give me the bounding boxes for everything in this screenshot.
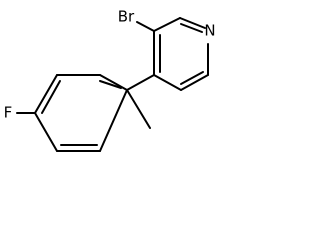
bond-p1-p2-inner bbox=[99, 80, 122, 89]
bond-p3-p4-inner bbox=[41, 80, 61, 114]
bond-p6-p1 bbox=[99, 89, 128, 152]
nitrogen-atom-label: N bbox=[204, 22, 215, 40]
bond-c6-c5-inner bbox=[180, 71, 204, 85]
fluorine-atom-label: F bbox=[4, 104, 13, 122]
bond-aryl-link bbox=[126, 74, 155, 91]
chemical-structure-drawing: N Br F bbox=[4, 8, 216, 152]
bond-c2-n1 bbox=[179, 17, 206, 29]
bond-p4-p5 bbox=[34, 112, 58, 152]
phenyl-ring bbox=[16, 74, 151, 152]
bromine-atom-label: Br bbox=[118, 8, 135, 26]
bond-c3-br bbox=[136, 21, 155, 32]
structure-canvas: N Br F bbox=[0, 0, 224, 158]
pyridine-ring bbox=[136, 17, 209, 91]
bond-c6-c5 bbox=[180, 74, 209, 91]
bond-p1-p2 bbox=[99, 74, 128, 91]
bond-p3-p4 bbox=[34, 74, 58, 114]
bond-c2-n1-inner bbox=[180, 23, 203, 33]
bond-c3-c2 bbox=[153, 17, 181, 32]
bond-p6-methyl bbox=[126, 89, 151, 129]
bond-c5-c4 bbox=[153, 74, 182, 91]
